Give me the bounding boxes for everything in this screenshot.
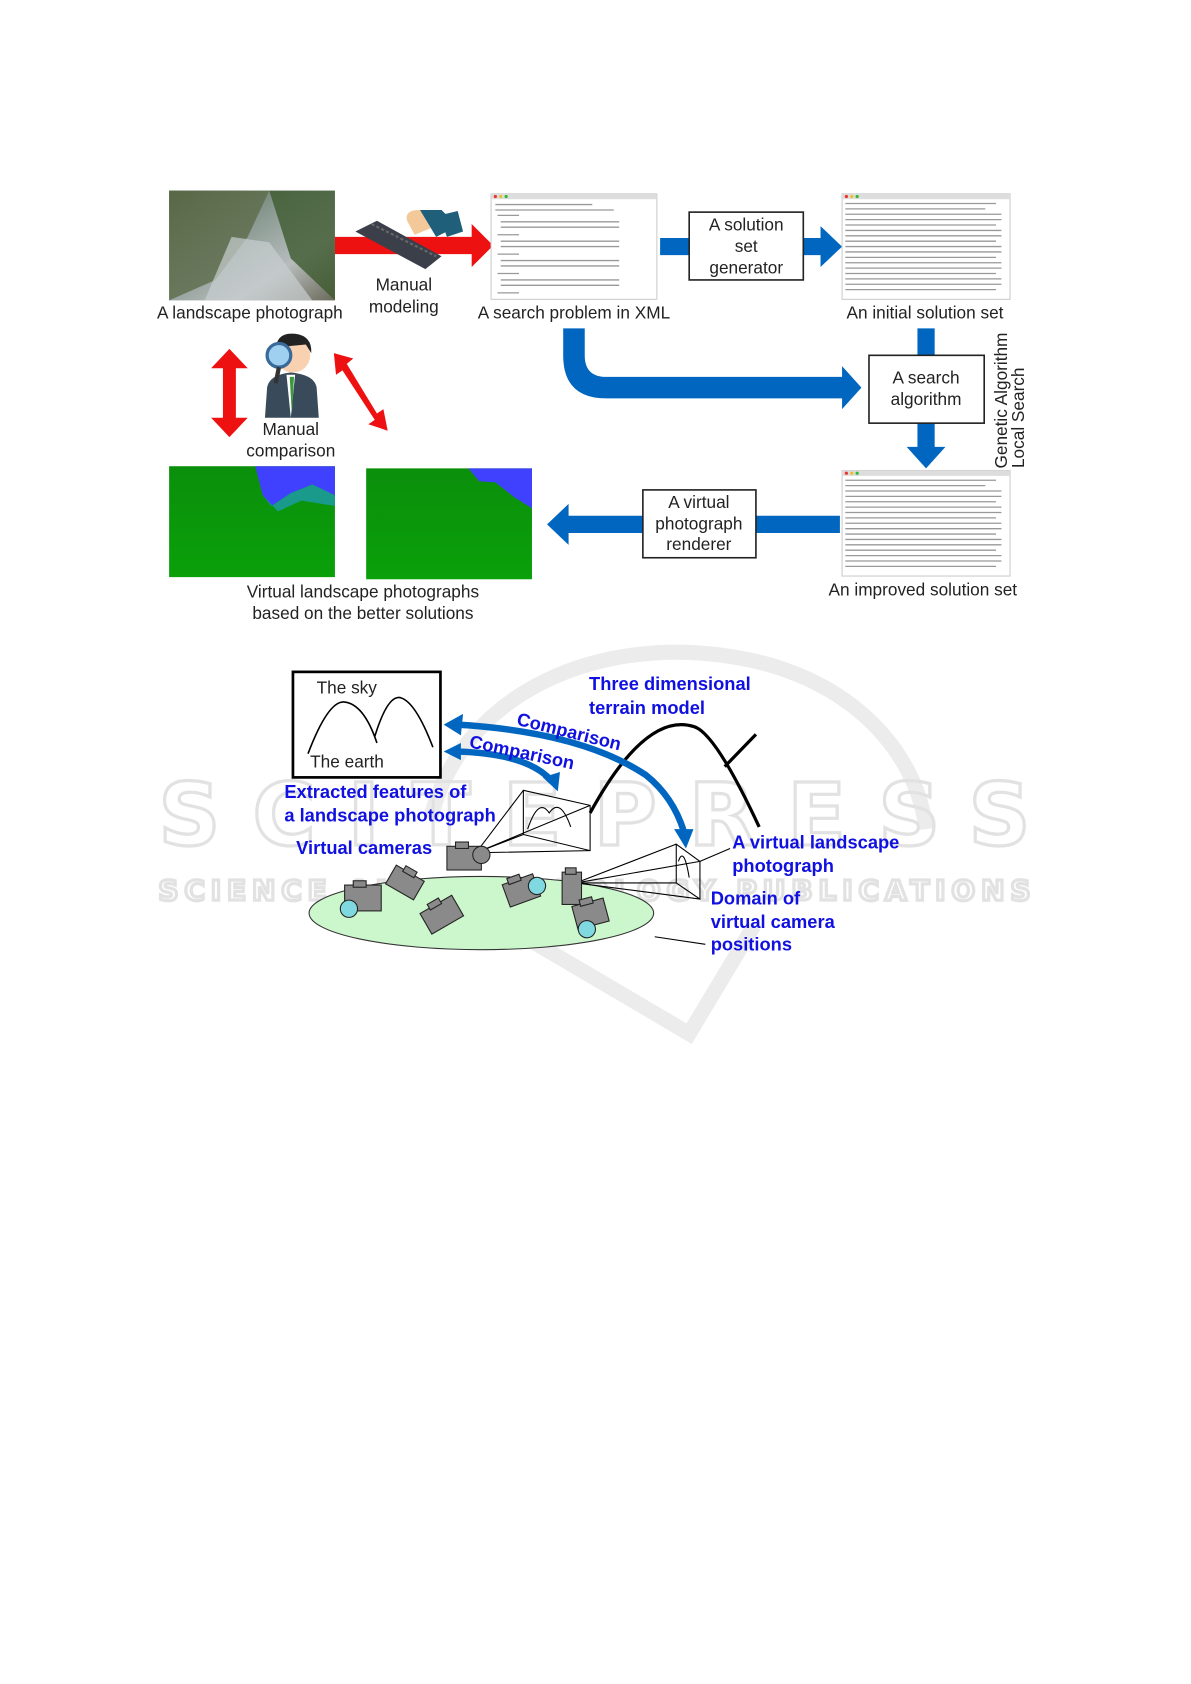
- virtual-photo-label-2: photograph: [732, 855, 834, 876]
- renderer-label-2: photograph: [655, 514, 742, 534]
- manual-modeling-label-1: Manual: [376, 275, 432, 295]
- virtual-cameras-label: Virtual cameras: [296, 837, 432, 858]
- domain-label-1: Domain of: [711, 887, 801, 908]
- person-with-magnifier-icon: [264, 333, 319, 418]
- local-search-label: Local Search: [1008, 368, 1028, 469]
- manual-comparison-label-1: Manual: [263, 419, 319, 439]
- earth-label: The earth: [310, 752, 384, 772]
- keyboard-hands-icon: [355, 209, 464, 270]
- virtual-photo-1: [169, 466, 335, 578]
- solution-set-generator-box: [688, 211, 805, 281]
- manual-modeling-label-2: modeling: [369, 296, 439, 316]
- generator-label-2: set: [735, 236, 758, 256]
- comparison-arrow-terrain: [457, 721, 687, 833]
- sky-label: The sky: [317, 677, 378, 697]
- xml-document-improved-solutions: [841, 469, 1011, 577]
- domain-label-2: virtual camera: [711, 911, 836, 932]
- extracted-features-label-2: a landscape photograph: [284, 805, 495, 826]
- search-algorithm-box: [868, 354, 986, 424]
- renderer-label-1: A virtual: [668, 492, 729, 512]
- virtual-photo-label-1: A virtual landscape: [732, 831, 899, 852]
- manual-comparison-label-2: comparison: [246, 441, 335, 461]
- search-algorithm-label-2: algorithm: [891, 389, 962, 409]
- xml-document-search-problem: [490, 193, 658, 300]
- virtual-photos-label-1: Virtual landscape photographs: [247, 582, 479, 602]
- search-problem-label: A search problem in XML: [478, 303, 670, 323]
- generator-label-1: A solution: [709, 214, 784, 234]
- watermark-brand: SCITEPRESS: [158, 766, 1030, 866]
- genetic-algorithm-label: Genetic Algorithm: [991, 333, 1011, 469]
- terrain-model-label-2: terrain model: [589, 697, 705, 718]
- improved-solution-label: An improved solution set: [829, 579, 1018, 599]
- initial-solution-label: An initial solution set: [846, 303, 1003, 323]
- ridge-lines: [307, 696, 434, 754]
- renderer-label-3: renderer: [666, 534, 731, 554]
- landscape-photograph: [169, 190, 335, 301]
- generator-label-3: generator: [709, 257, 783, 277]
- manual-comparison-arrow-vertical: [211, 348, 248, 438]
- extracted-features-label-1: Extracted features of: [284, 781, 467, 802]
- search-algorithm-label-1: A search: [893, 367, 960, 387]
- virtual-photo-2: [366, 468, 532, 580]
- renderer-box: [642, 489, 757, 559]
- xml-document-initial-solutions: [841, 193, 1011, 300]
- manual-comparison-arrow-diagonal: [333, 353, 388, 431]
- extracted-features-box: [291, 670, 442, 779]
- landscape-photo-label: A landscape photograph: [157, 303, 343, 323]
- problem-to-search-arrow: [563, 328, 862, 410]
- virtual-camera-icons: [339, 841, 610, 939]
- camera-view-frustums: [475, 789, 731, 945]
- comparison-arrow-virtual: [457, 748, 554, 783]
- virtual-photos-label-2: based on the better solutions: [252, 603, 473, 623]
- terrain-model-label-1: Three dimensional: [589, 673, 751, 694]
- domain-label-3: positions: [711, 934, 792, 955]
